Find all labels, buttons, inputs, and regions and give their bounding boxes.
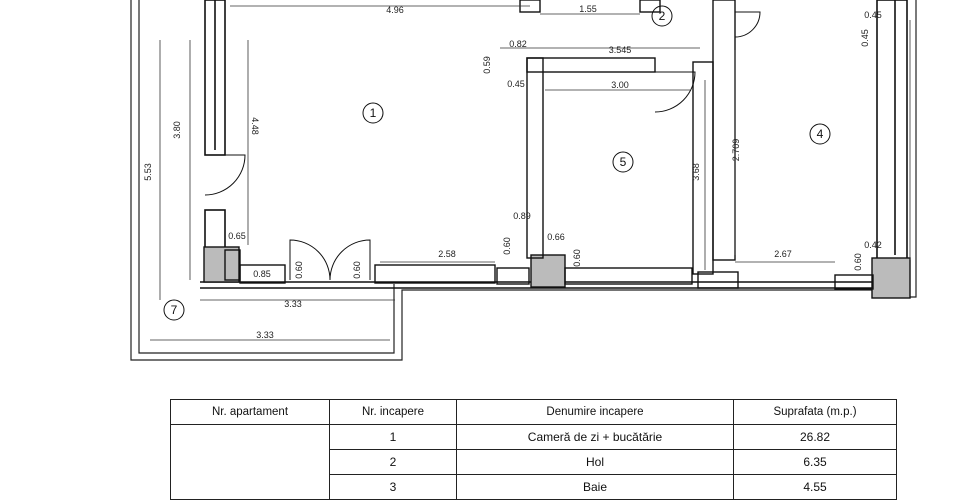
header-room-name: Denumire incapere	[456, 399, 734, 425]
dim-text: 0.45	[507, 79, 525, 89]
dim-text: 3.33	[256, 330, 274, 340]
wall-segments	[224, 249, 874, 290]
dim-text: 2.58	[438, 249, 456, 259]
room-name-cell: Hol	[456, 449, 734, 475]
dim-text: 2.709	[731, 139, 741, 162]
room-area-cell: 4.55	[733, 474, 897, 500]
room-area-cell: 6.35	[733, 449, 897, 475]
dim-text: 0.89	[513, 211, 531, 221]
dim-text: 0.60	[352, 261, 362, 279]
table-header-row: Nr. apartament Nr. incapere Denumire inc…	[170, 399, 897, 425]
dim-text: 3.80	[172, 121, 182, 139]
room-label-2: 2	[659, 9, 666, 23]
room-label-4: 4	[817, 127, 824, 141]
dim-text: 0.60	[572, 249, 582, 267]
room-number-cell: 1	[329, 424, 457, 450]
dim-text: 0.66	[547, 232, 565, 242]
dim-text: 2.67	[774, 249, 792, 259]
header-area: Suprafata (m.p.)	[733, 399, 897, 425]
dim-text: 0.85	[253, 269, 271, 279]
dim-text: 0.65	[228, 231, 246, 241]
room-number-cell: 3	[329, 474, 457, 500]
dim-text: 0.60	[294, 261, 304, 279]
table-row: 1 Cameră de zi + bucătărie 26.82	[170, 424, 897, 500]
balcony-outline	[130, 0, 917, 361]
dim-text: 0.60	[502, 237, 512, 255]
dim-text: 3.545	[609, 45, 632, 55]
room-label-1: 1	[370, 106, 377, 120]
dim-text: 0.45	[864, 10, 882, 20]
floor-plan: 1 2 4 5 7 4.96 1.55 0.82 3.545 3.00 0.45…	[130, 0, 917, 361]
dim-text: 1.55	[579, 4, 597, 14]
room-label-7: 7	[171, 303, 178, 317]
dim-text: 3.33	[284, 299, 302, 309]
apartment-cell	[170, 424, 330, 500]
dim-text: 0.82	[509, 39, 527, 49]
dim-text: 0.45	[860, 29, 870, 47]
exterior-walls	[200, 0, 908, 289]
rooms-table: Nr. apartament Nr. incapere Denumire inc…	[170, 399, 897, 500]
dim-text: 5.53	[143, 163, 153, 181]
dim-text: 4.96	[386, 5, 404, 15]
room-label-5: 5	[620, 155, 627, 169]
dim-text: 0.42	[864, 240, 882, 250]
room-markers	[163, 5, 831, 321]
dim-text: 3.68	[691, 163, 701, 181]
dim-text: 3.00	[611, 80, 629, 90]
header-apartment-number: Nr. apartament	[170, 399, 330, 425]
room-name-cell: Baie	[456, 474, 734, 500]
room-number-cell: 2	[329, 449, 457, 475]
structural-columns	[203, 246, 911, 299]
dim-text: 4.48	[250, 117, 260, 135]
dim-text: 0.60	[853, 253, 863, 271]
dimension-lines	[150, 5, 911, 341]
room-name-cell: Cameră de zi + bucătărie	[456, 424, 734, 450]
header-room-number: Nr. incapere	[329, 399, 457, 425]
table-row: 3 Baie 4.55	[171, 474, 897, 500]
room-area-cell: 26.82	[733, 424, 897, 450]
interior-walls	[519, 0, 736, 275]
door-swings	[204, 11, 761, 281]
table-row: 2 Hol 6.35	[171, 449, 897, 475]
dim-text: 0.59	[482, 56, 492, 74]
